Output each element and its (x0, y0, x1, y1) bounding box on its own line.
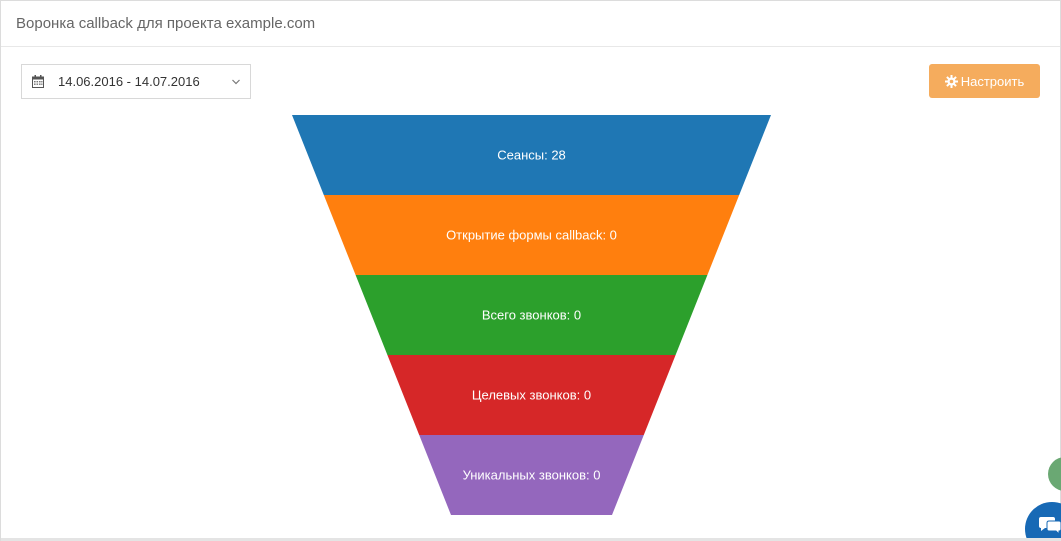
funnel-stage-label: Всего звонков: 0 (482, 308, 581, 323)
chat-icon (1037, 516, 1061, 541)
bottom-divider (1, 538, 1061, 541)
funnel-stage-label: Уникальных звонков: 0 (463, 468, 601, 483)
phone-widget-button[interactable] (1048, 457, 1061, 491)
chevron-down-icon (231, 78, 241, 86)
page-title: Воронка callback для проекта example.com (16, 15, 316, 32)
funnel-stage (355, 275, 708, 355)
calendar-icon (32, 75, 44, 88)
settings-button-label: Настроить (960, 73, 1025, 89)
funnel-stage-label: Открытие формы callback: 0 (446, 228, 617, 243)
funnel-stage (323, 195, 740, 275)
panel-header: Воронка callback для проекта example.com (1, 1, 1060, 47)
funnel-stage-label: Целевых звонков: 0 (472, 388, 591, 403)
funnel-stage (387, 355, 676, 435)
funnel-stage (419, 435, 644, 515)
date-range-picker[interactable]: 14.06.2016 - 14.07.2016 (21, 64, 251, 99)
funnel-stage-label: Сеансы: 28 (497, 148, 566, 163)
funnel-stage (292, 115, 771, 195)
gear-icon (944, 74, 958, 88)
date-range-value: 14.06.2016 - 14.07.2016 (58, 74, 200, 89)
settings-button[interactable]: Настроить (929, 64, 1040, 98)
